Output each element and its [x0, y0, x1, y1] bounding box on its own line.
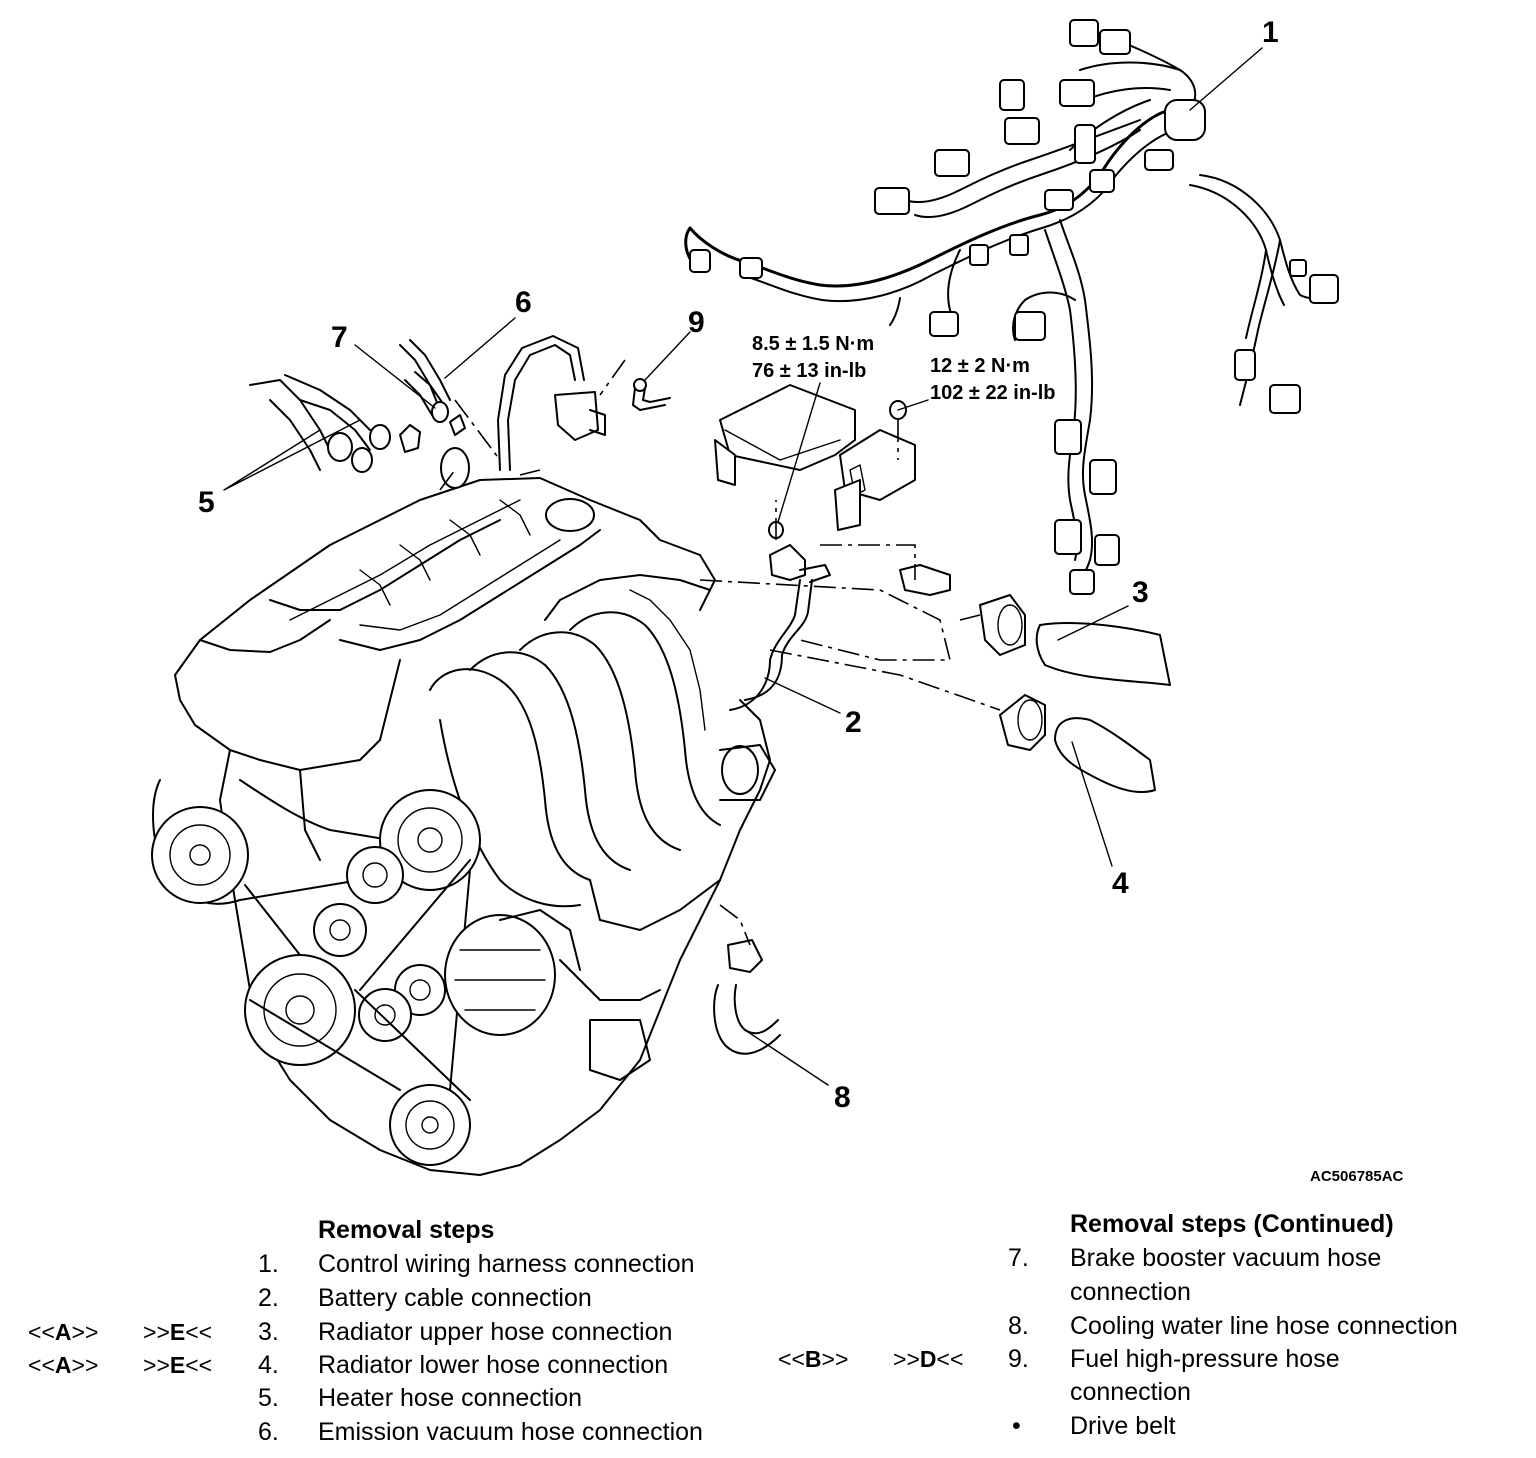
callout-7: 7: [331, 321, 348, 354]
torque-a-inlb: 76 ± 13 in-lb: [752, 360, 866, 382]
wiring-harness: [684, 19, 1339, 595]
left-item-4-text: Radiator lower hose connection: [318, 1351, 669, 1379]
right-item-7-text-2: connection: [1070, 1278, 1191, 1306]
left-item-3-pre: <<A>>: [28, 1319, 99, 1345]
left-item-2-num: 2.: [258, 1284, 279, 1312]
callout-labels: 1 2 3 4 5 6 7 8 9: [198, 16, 1279, 1114]
left-heading: Removal steps: [318, 1216, 495, 1244]
callout-2: 2: [845, 706, 862, 739]
left-item-4-post: >>E<<: [143, 1352, 213, 1378]
left-item-2-text: Battery cable connection: [318, 1284, 592, 1312]
callout-3: 3: [1132, 576, 1149, 609]
callout-9: 9: [688, 306, 705, 339]
hoses: [249, 335, 1171, 1055]
right-item-7-text: Brake booster vacuum hose: [1070, 1244, 1382, 1272]
right-item-9-num: 9.: [1008, 1345, 1029, 1373]
right-item-9-pre: <<B>>: [778, 1346, 849, 1372]
right-item-8-text: Cooling water line hose connection: [1070, 1312, 1458, 1340]
left-item-1-text: Control wiring harness connection: [318, 1250, 695, 1278]
control-module: [714, 384, 951, 596]
right-item-9-text: Fuel high-pressure hose: [1070, 1345, 1340, 1373]
left-item-4-num: 4.: [258, 1351, 279, 1379]
engine-diagram: 1 2 3 4 5 6 7 8 9 8.5 ± 1.5 N·m 76 ± 13 …: [151, 16, 1404, 1185]
right-item-8-num: 8.: [1008, 1312, 1029, 1340]
left-item-6-num: 6.: [258, 1418, 279, 1446]
bullet-icon: •: [1012, 1412, 1021, 1440]
callout-6: 6: [515, 286, 532, 319]
right-item-9-post: >>D<<: [893, 1346, 964, 1372]
leader-lines: [223, 47, 1263, 1086]
left-item-3-text: Radiator upper hose connection: [318, 1318, 673, 1346]
right-item-belt-text: Drive belt: [1070, 1412, 1176, 1440]
left-item-1-num: 1.: [258, 1250, 279, 1278]
engine-block: [151, 477, 776, 1176]
removal-steps-left: Removal steps 1. Control wiring harness …: [0, 1214, 760, 1454]
left-item-3-num: 3.: [258, 1318, 279, 1346]
right-item-7-num: 7.: [1008, 1244, 1029, 1272]
figure-id: AC506785AC: [1310, 1168, 1404, 1185]
callout-5: 5: [198, 486, 215, 519]
callout-8: 8: [834, 1081, 851, 1114]
removal-steps-right: Removal steps (Continued) 7. Brake boost…: [760, 1208, 1536, 1454]
left-item-5-text: Heater hose connection: [318, 1384, 583, 1412]
left-item-4-pre: <<A>>: [28, 1352, 99, 1378]
left-item-5-num: 5.: [258, 1384, 279, 1412]
torque-specs: 8.5 ± 1.5 N·m 76 ± 13 in-lb 12 ± 2 N·m 1…: [752, 333, 1055, 404]
callout-1: 1: [1262, 16, 1279, 49]
callout-4: 4: [1112, 867, 1129, 900]
left-item-3-post: >>E<<: [143, 1319, 213, 1345]
right-heading: Removal steps (Continued): [1070, 1210, 1394, 1238]
torque-b-nm: 12 ± 2 N·m: [930, 355, 1030, 377]
left-item-6-text: Emission vacuum hose connection: [318, 1418, 703, 1446]
torque-b-inlb: 102 ± 22 in-lb: [930, 382, 1055, 404]
guide-lines: [439, 359, 1001, 946]
right-item-9-text-2: connection: [1070, 1378, 1191, 1406]
torque-a-nm: 8.5 ± 1.5 N·m: [752, 333, 874, 355]
